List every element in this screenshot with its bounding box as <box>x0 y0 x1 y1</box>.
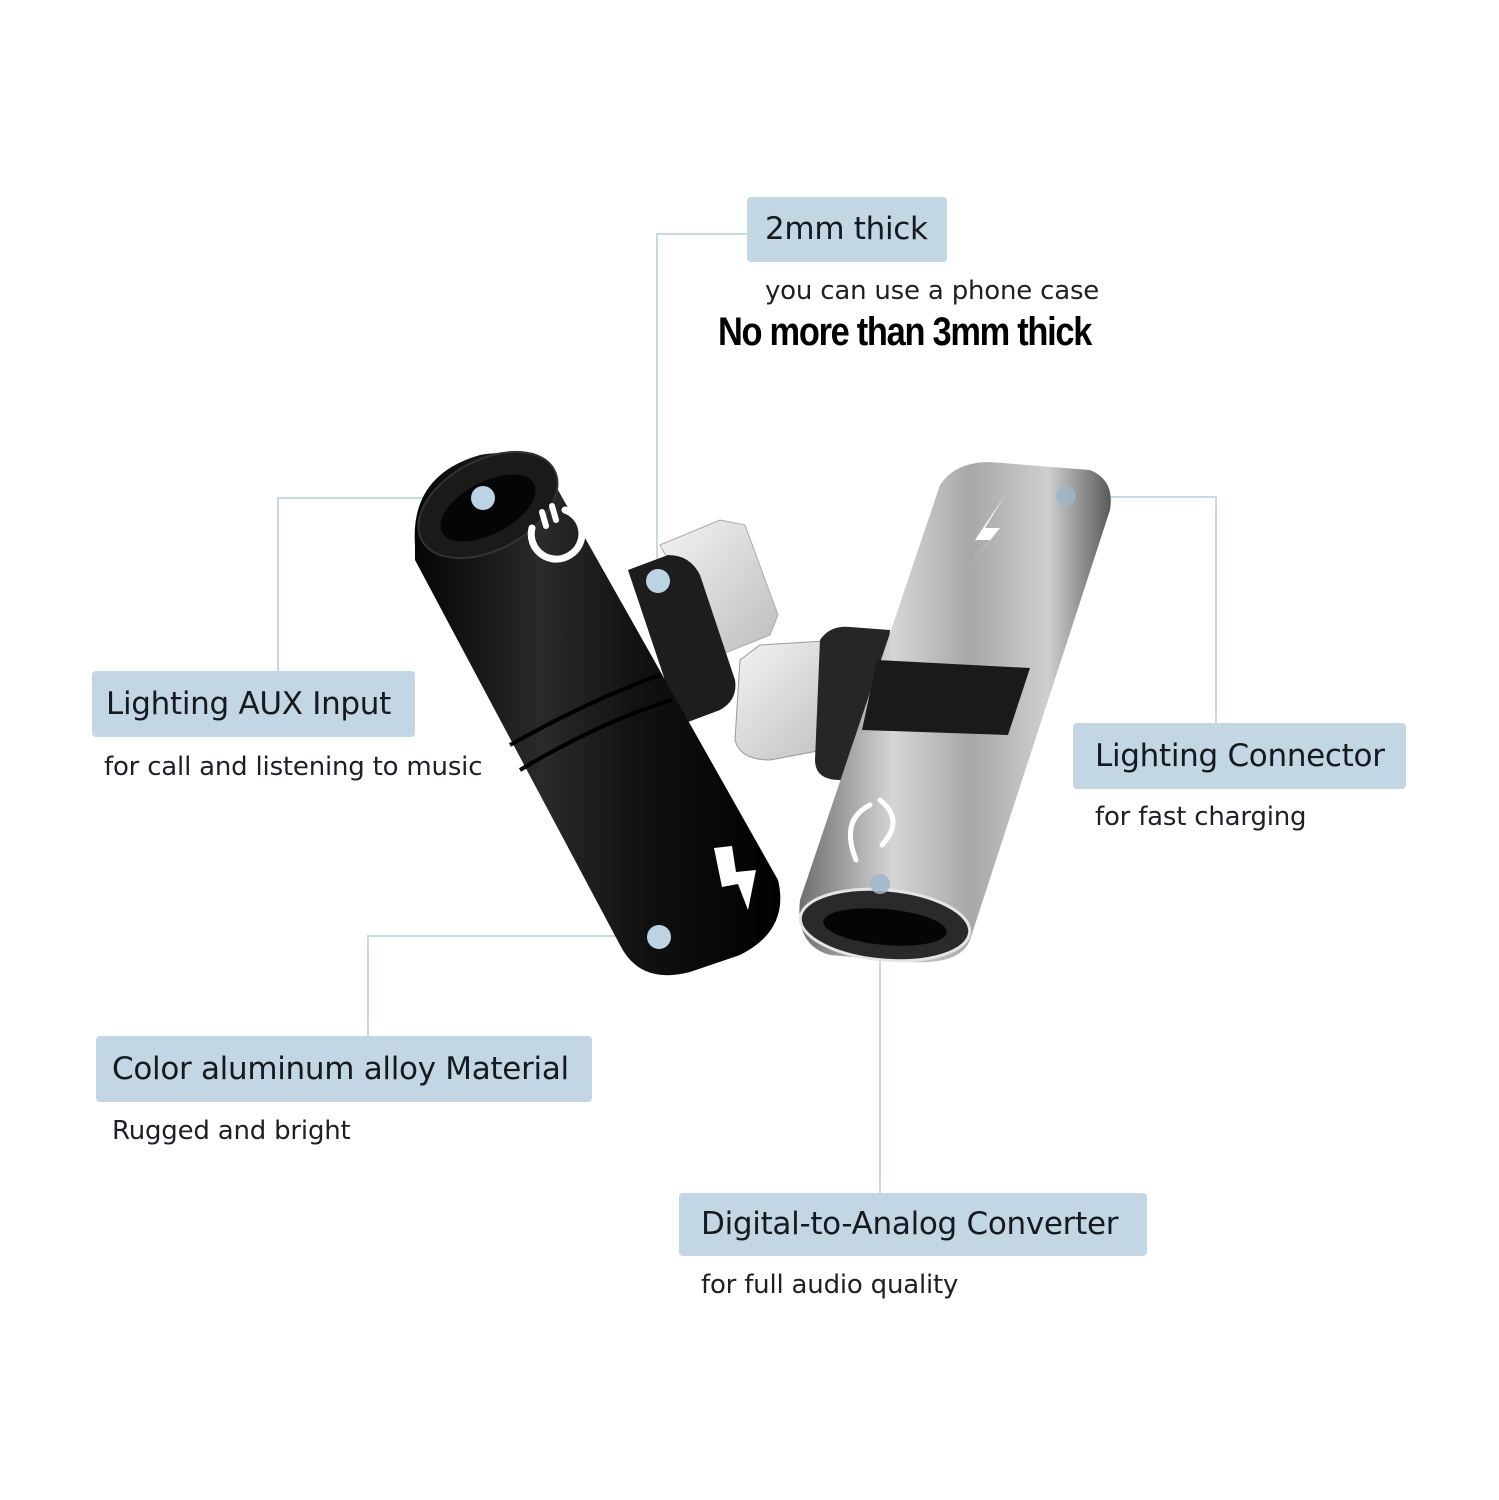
marker-dot-dac <box>870 874 890 894</box>
callout-aux-title: Lighting AUX Input <box>106 685 392 722</box>
leader-line-material-h <box>367 935 659 937</box>
leader-line-connector-v <box>1215 496 1217 724</box>
callout-aux-subtitle: for call and listening to music <box>104 752 483 782</box>
marker-dot-connector <box>1056 486 1076 506</box>
leader-line-aux-v <box>277 497 279 672</box>
callout-material-title: Color aluminum alloy Material <box>112 1050 569 1087</box>
headphone-icon <box>847 802 873 863</box>
black-adapter-plug <box>628 519 779 725</box>
callout-thickness-label: 2mm thick <box>747 197 947 262</box>
marker-dot-material <box>647 925 671 949</box>
callout-aux-label: Lighting AUX Input <box>92 671 415 737</box>
callout-thickness-subtitle: you can use a phone case <box>765 276 1100 306</box>
lightning-icon <box>714 846 756 910</box>
black-adapter-body <box>414 450 781 976</box>
callout-material-subtitle: Rugged and bright <box>112 1116 351 1146</box>
callout-connector-label: Lighting Connector <box>1073 723 1406 789</box>
marker-dot-aux <box>471 486 495 510</box>
silver-adapter-body <box>798 462 1111 963</box>
leader-line-dac-v <box>879 885 881 1195</box>
callout-dac-subtitle: for full audio quality <box>701 1270 959 1300</box>
leader-line-thickness-v <box>656 233 658 583</box>
leader-line-material-v <box>367 935 369 1037</box>
leader-line-aux-h <box>277 497 482 499</box>
callout-material-label: Color aluminum alloy Material <box>96 1036 592 1102</box>
callout-dac-label: Digital-to-Analog Converter <box>679 1193 1147 1256</box>
marker-dot-thickness <box>646 569 670 593</box>
callout-connector-title: Lighting Connector <box>1095 737 1385 774</box>
lightning-icon <box>962 495 1005 575</box>
callout-connector-subtitle: for fast charging <box>1095 802 1307 832</box>
callout-thickness-title: 2mm thick <box>765 211 928 247</box>
headphone-icon <box>527 506 586 563</box>
leader-line-connector-h <box>1066 496 1217 498</box>
callout-thickness-headline: No more than 3mm thick <box>718 310 1092 354</box>
callout-dac-title: Digital-to-Analog Converter <box>701 1206 1119 1242</box>
leader-line-thickness-h <box>656 233 748 235</box>
